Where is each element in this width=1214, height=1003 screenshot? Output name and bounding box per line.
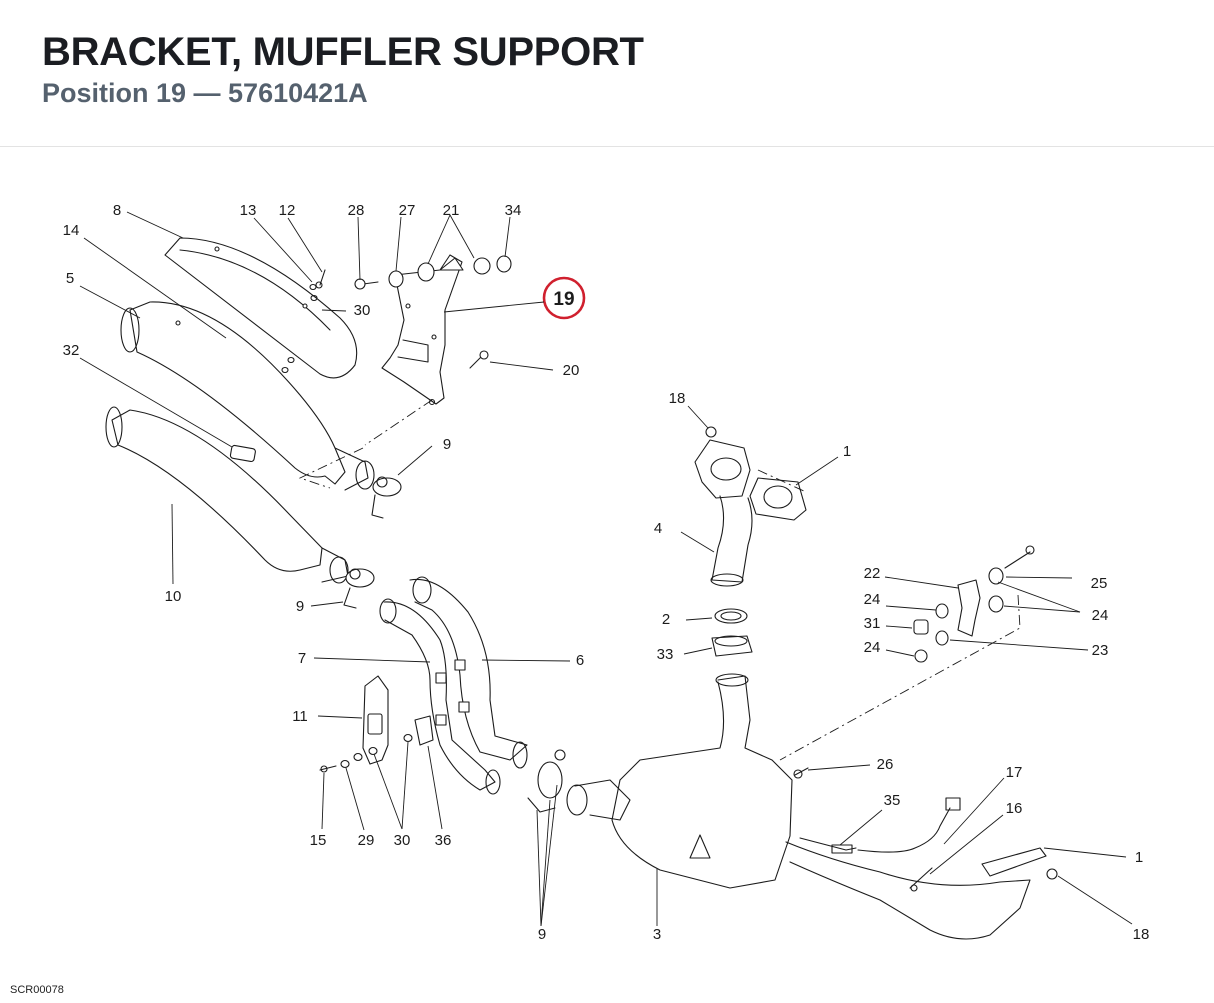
callout-9-lower[interactable]: 9 bbox=[538, 926, 546, 943]
callout-1-upper[interactable]: 1 bbox=[843, 443, 851, 460]
silencer-lower-part bbox=[111, 409, 323, 572]
callout-2[interactable]: 2 bbox=[662, 611, 670, 628]
callout-17[interactable]: 17 bbox=[1006, 764, 1023, 781]
callout-24-c[interactable]: 24 bbox=[864, 639, 881, 656]
callout-18-upper[interactable]: 18 bbox=[669, 390, 686, 407]
callout-34[interactable]: 34 bbox=[505, 202, 522, 219]
page-title: BRACKET, MUFFLER SUPPORT bbox=[42, 30, 644, 74]
callout-5[interactable]: 5 bbox=[66, 270, 74, 287]
silencer-upper-part bbox=[129, 301, 346, 485]
callout-10[interactable]: 10 bbox=[165, 588, 182, 605]
callout-33[interactable]: 33 bbox=[657, 646, 674, 663]
callout-24-a[interactable]: 24 bbox=[864, 591, 881, 608]
main-muffler-part bbox=[611, 675, 793, 889]
callout-20[interactable]: 20 bbox=[563, 362, 580, 379]
callout-3[interactable]: 3 bbox=[653, 926, 661, 943]
callout-21[interactable]: 21 bbox=[443, 202, 460, 219]
callout-1-lower[interactable]: 1 bbox=[1135, 849, 1143, 866]
exploded-parts-diagram: 19 8 13 12 28 27 21 34 14 5 30 32 20 18 … bbox=[63, 202, 1150, 943]
callout-25[interactable]: 25 bbox=[1091, 575, 1108, 592]
callout-6[interactable]: 6 bbox=[576, 652, 584, 669]
callout-9-mid[interactable]: 9 bbox=[296, 598, 304, 615]
callout-35[interactable]: 35 bbox=[884, 792, 901, 809]
callout-28[interactable]: 28 bbox=[348, 202, 365, 219]
highlight-label-19[interactable]: 19 bbox=[553, 289, 574, 310]
callout-18-lower[interactable]: 18 bbox=[1133, 926, 1150, 943]
callout-9-upper[interactable]: 9 bbox=[443, 436, 451, 453]
callout-16[interactable]: 16 bbox=[1006, 800, 1023, 817]
callout-7[interactable]: 7 bbox=[298, 650, 306, 667]
heat-shield-part bbox=[164, 237, 358, 379]
callout-29[interactable]: 29 bbox=[358, 832, 375, 849]
page-header: BRACKET, MUFFLER SUPPORT Position 19 — 5… bbox=[0, 0, 1214, 147]
callout-31[interactable]: 31 bbox=[864, 615, 881, 632]
page-subtitle: Position 19 — 57610421A bbox=[42, 78, 368, 108]
callout-24-b[interactable]: 24 bbox=[1092, 607, 1109, 624]
callout-26[interactable]: 26 bbox=[877, 756, 894, 773]
callout-32[interactable]: 32 bbox=[63, 342, 80, 359]
callout-15[interactable]: 15 bbox=[310, 832, 327, 849]
diagram-code: SCR00078 bbox=[10, 984, 64, 996]
callout-4[interactable]: 4 bbox=[654, 520, 662, 537]
callout-11[interactable]: 11 bbox=[292, 708, 308, 725]
highlight-circle bbox=[542, 276, 586, 320]
callout-30-lower[interactable]: 30 bbox=[394, 832, 411, 849]
callout-13[interactable]: 13 bbox=[240, 202, 257, 219]
callout-36[interactable]: 36 bbox=[435, 832, 452, 849]
muffler-support-bracket-part bbox=[381, 254, 463, 405]
callout-22[interactable]: 22 bbox=[864, 565, 881, 582]
exhaust-pipe-part bbox=[409, 578, 528, 761]
callout-12[interactable]: 12 bbox=[279, 202, 296, 219]
callout-8[interactable]: 8 bbox=[113, 202, 121, 219]
callout-14[interactable]: 14 bbox=[63, 222, 80, 239]
callout-30-upper[interactable]: 30 bbox=[354, 302, 371, 319]
callout-27[interactable]: 27 bbox=[399, 202, 416, 219]
callout-23[interactable]: 23 bbox=[1092, 642, 1109, 659]
